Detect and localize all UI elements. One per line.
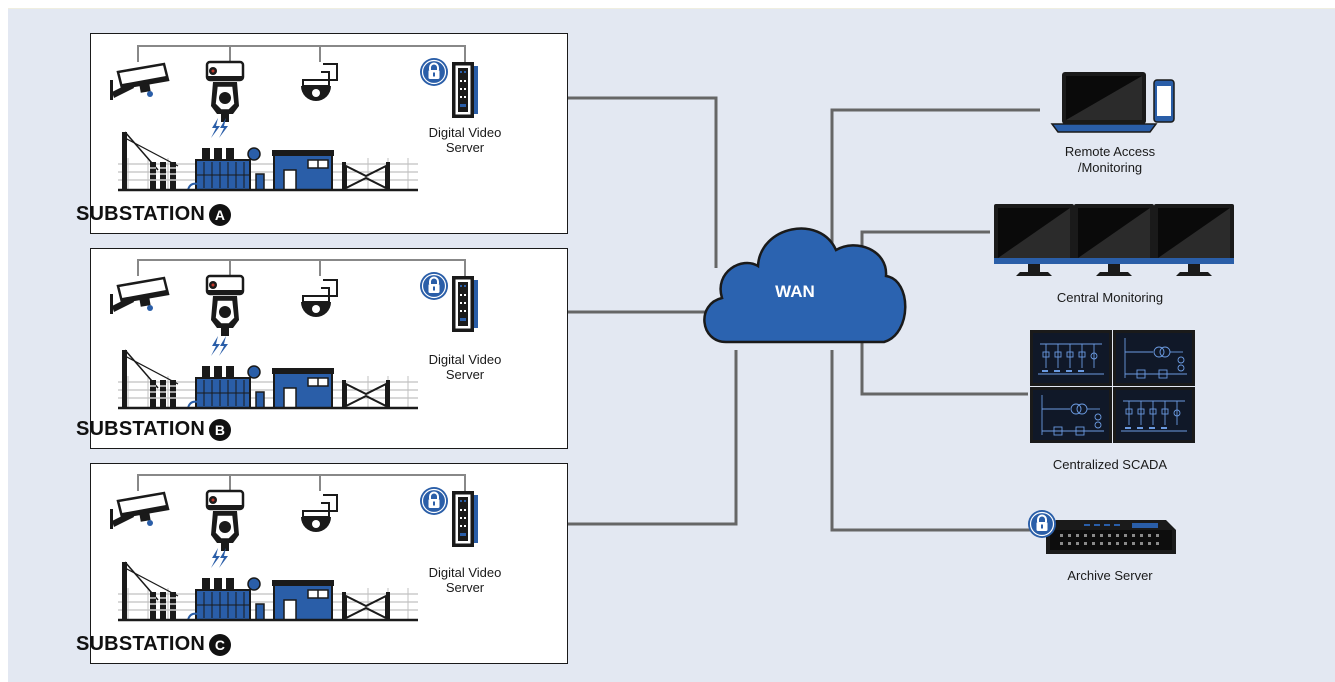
- endpoint-label-remote-access: Remote Access /Monitoring: [1030, 144, 1190, 176]
- server-label-b: Digital Video Server: [410, 352, 520, 382]
- laptop-icon: [1050, 72, 1158, 133]
- endpoint-label-line1: Centralized SCADA: [1052, 457, 1168, 472]
- monitor-icon: [1154, 204, 1234, 276]
- endpoint-label-line1: Remote Access: [1064, 144, 1156, 159]
- monitor-icon: [994, 204, 1074, 276]
- substation-letter-badge: A: [209, 203, 232, 226]
- scada-display-icon: [1029, 329, 1196, 444]
- video-server-icon: [451, 61, 479, 119]
- lock-icon: [1027, 509, 1057, 539]
- lock-icon: [419, 486, 449, 516]
- ptz-camera-icon: [205, 489, 245, 553]
- server-label-line2: Server: [445, 140, 485, 155]
- substation-title-text: SUBSTATION: [76, 418, 206, 440]
- substation-letter-badge: C: [209, 633, 232, 656]
- dome-camera-icon: [300, 279, 338, 318]
- server-label-line1: Digital Video: [428, 125, 502, 140]
- monitor-icon: [1074, 204, 1154, 276]
- endpoint-label-line1: Archive Server: [1067, 568, 1153, 583]
- substation-title-b: SUBSTATION B: [76, 418, 306, 441]
- ptz-camera-icon: [205, 60, 245, 124]
- video-server-icon: [451, 275, 479, 333]
- substation-letter-badge: B: [209, 418, 232, 441]
- ptz-camera-icon: [205, 274, 245, 338]
- substation-title-c: SUBSTATION C: [76, 633, 306, 656]
- dome-camera-icon: [300, 494, 338, 533]
- substation-a-graphics: [108, 45, 479, 192]
- lock-icon: [419, 57, 449, 87]
- substation-b-graphics: [108, 259, 479, 410]
- bullet-camera-icon: [108, 491, 170, 531]
- video-server-icon: [451, 490, 479, 548]
- cloud-icon: [703, 227, 907, 344]
- server-label-line1: Digital Video: [428, 565, 502, 580]
- rack-server-icon: [1046, 520, 1176, 554]
- endpoint-label-archive-server: Archive Server: [1030, 568, 1190, 584]
- substation-title-text: SUBSTATION: [76, 203, 206, 225]
- server-label-line2: Server: [445, 367, 485, 382]
- endpoint-label-line1: Central Monitoring: [1056, 290, 1164, 305]
- substation-scene-icon: [116, 116, 420, 192]
- wan-label: WAN: [775, 282, 815, 301]
- connection-lines: [568, 96, 1040, 532]
- substation-c-graphics: [108, 474, 479, 622]
- server-label-line2: Server: [445, 580, 485, 595]
- substation-scene-icon: [116, 546, 420, 622]
- server-label-c: Digital Video Server: [410, 565, 520, 595]
- bullet-camera-icon: [108, 276, 170, 316]
- dome-camera-icon: [300, 63, 338, 102]
- smartphone-icon: [1153, 79, 1175, 123]
- server-label-a: Digital Video Server: [410, 125, 520, 155]
- bullet-camera-icon: [108, 62, 170, 102]
- substation-title-a: SUBSTATION A: [76, 203, 306, 226]
- lock-icon: [419, 271, 449, 301]
- endpoint-label-central-monitoring: Central Monitoring: [1030, 290, 1190, 306]
- substation-title-text: SUBSTATION: [76, 633, 206, 655]
- substation-scene-icon: [116, 334, 420, 410]
- server-label-line1: Digital Video: [428, 352, 502, 367]
- endpoint-label-line2: /Monitoring: [1077, 160, 1143, 175]
- endpoint-label-scada: Centralized SCADA: [1030, 457, 1190, 473]
